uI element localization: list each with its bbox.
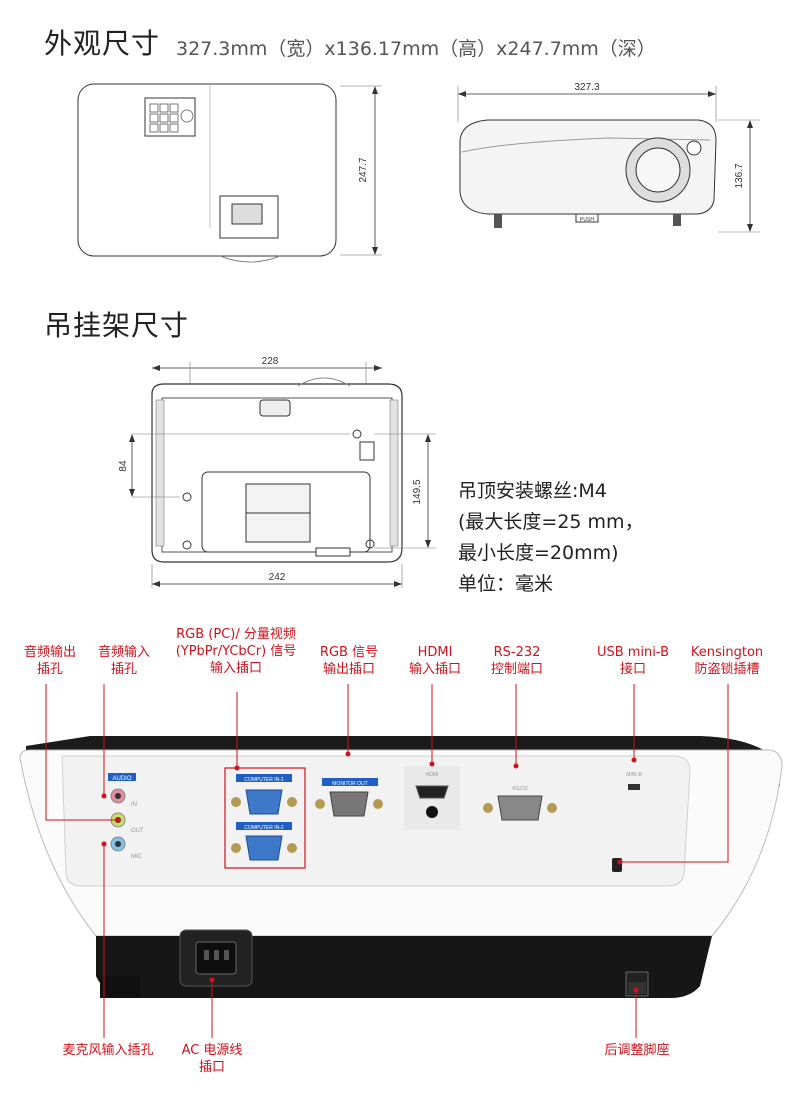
spec-line: 最小长度=20mm) — [458, 542, 619, 564]
in-label: IN — [131, 802, 137, 808]
overall-dimensions: 327.3mm（宽）x136.17mm（高）x247.7mm（深） — [176, 38, 656, 60]
dim-247-7: 247.7 — [358, 157, 369, 182]
section-title-dimensions: 外观尺寸 — [44, 27, 161, 60]
out-label: OUT — [131, 828, 144, 834]
callout-ac-power: AC 电源线插口 — [181, 1043, 243, 1075]
push-label: PUSH — [580, 217, 594, 223]
hdmi-panel-label: HDMI — [426, 772, 439, 778]
top-view-drawing: 247.7 — [77, 83, 382, 263]
dim-136-7: 136.7 — [734, 163, 745, 188]
dim-327-3: 327.3 — [574, 82, 599, 93]
audio-label: AUDIO — [112, 776, 131, 782]
side-view-drawing: 327.3 PUSH 136.7 — [457, 82, 760, 233]
dim-149-5: 149.5 — [412, 479, 423, 504]
callout-rgb-pc-in: RGB (PC)/ 分量视频(YPbPr/YCbCr) 信号输入插口 — [175, 627, 297, 676]
dim-242: 242 — [269, 572, 286, 583]
callout-audio-out: 音频输出插孔 — [23, 645, 76, 677]
spec-line: (最大长度=25 mm， — [458, 511, 644, 533]
computer-in-1-label: COMPUTER IN-1 — [244, 777, 284, 783]
spec-line: 单位：毫米 — [458, 573, 554, 595]
mic-label: MIC — [131, 854, 143, 860]
callout-audio-in: 音频输入插孔 — [97, 645, 150, 677]
callout-leader-lines — [45, 684, 729, 1038]
rear-panel-photo: AUDIO IN OUT MIC COMPUTER IN-1 COMPUTER … — [19, 736, 783, 998]
section-title-mount: 吊挂架尺寸 — [44, 309, 190, 342]
computer-in-2-label: COMPUTER IN-2 — [244, 825, 284, 831]
mount-spec-block: 吊顶安装螺丝:M4 (最大长度=25 mm， 最小长度=20mm) 单位：毫米 — [458, 476, 644, 600]
callout-mic: 麦克风输入插孔 — [62, 1043, 154, 1058]
dim-84: 84 — [118, 460, 129, 472]
mount-bottom-drawing: 228 84 149.5 242 — [118, 356, 436, 588]
callout-rear-foot: 后调整脚座 — [604, 1043, 670, 1058]
rs232-panel-label: RS232 — [512, 786, 528, 792]
mini-b-label: MINI-B — [626, 772, 642, 778]
monitor-out-label: MONITOR OUT — [332, 781, 367, 787]
callout-rgb-out: RGB 信号输出插口 — [319, 645, 379, 677]
spec-line: 吊顶安装螺丝:M4 — [458, 480, 607, 502]
dim-228: 228 — [262, 356, 279, 367]
